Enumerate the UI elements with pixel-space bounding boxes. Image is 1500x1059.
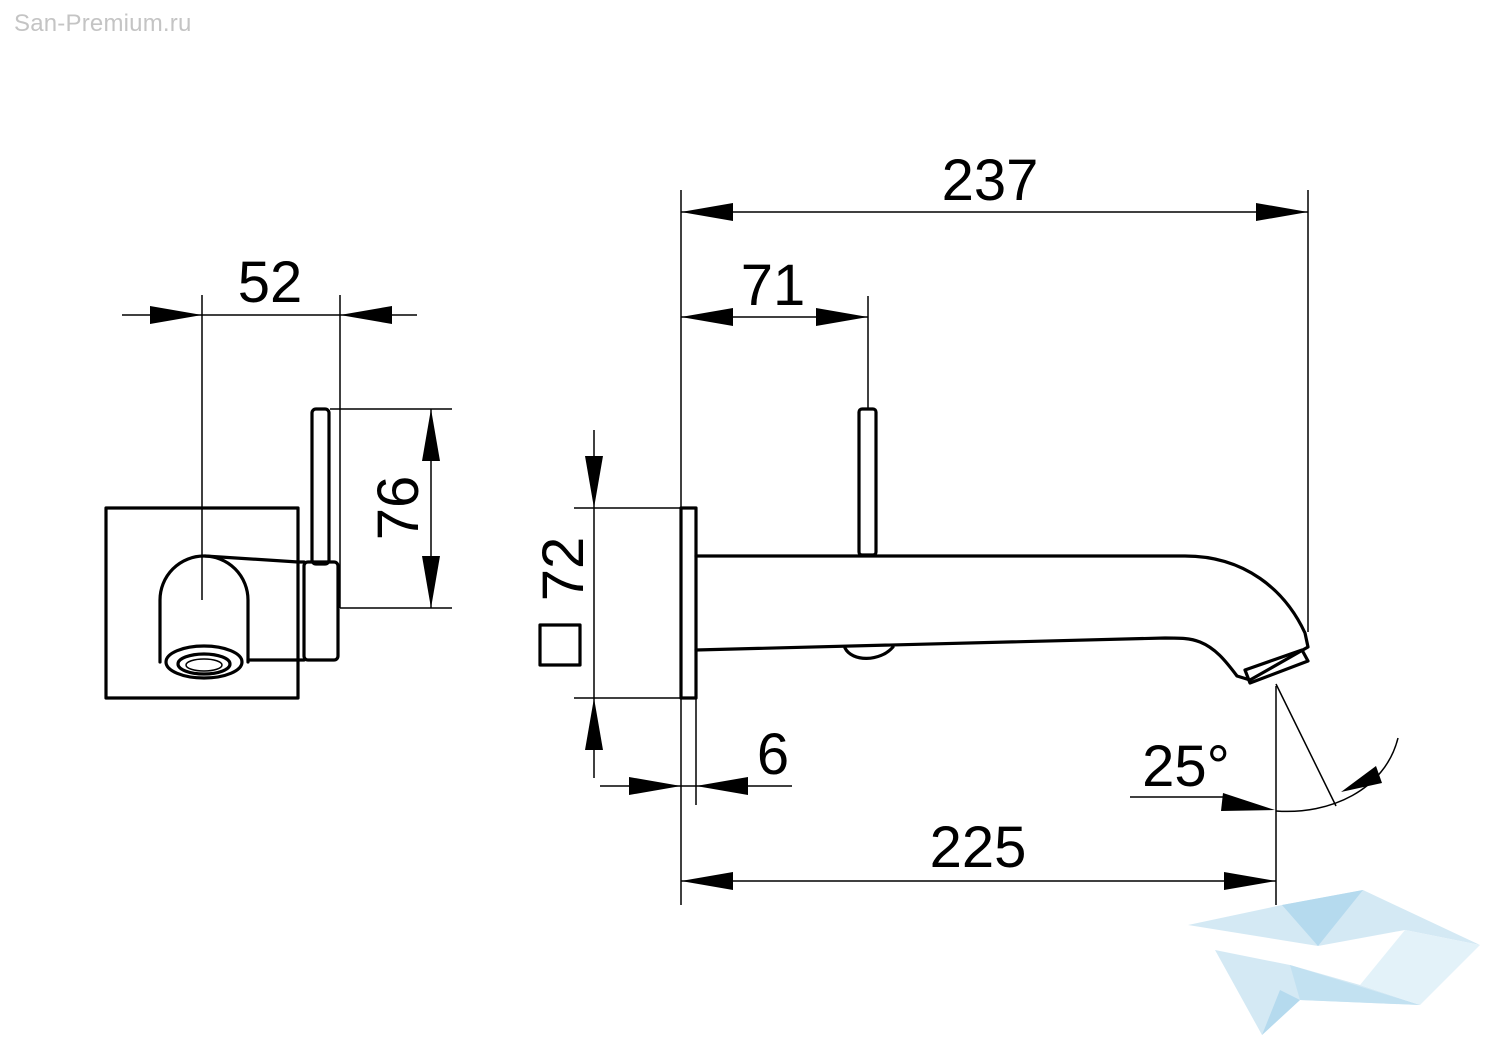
front-aerator-outer xyxy=(164,644,244,680)
watermark-logo xyxy=(1188,890,1480,1035)
dim-71-label: 71 xyxy=(741,253,806,318)
front-lever-hub xyxy=(302,560,340,662)
dim-237-label: 237 xyxy=(942,148,1039,213)
dim-225: 225 xyxy=(681,815,1276,890)
front-view: 52 76 xyxy=(104,250,452,700)
dim-25-label: 25° xyxy=(1142,734,1230,799)
dim-225-label: 225 xyxy=(930,815,1027,880)
dim-6-label: 6 xyxy=(757,722,789,787)
dim-6: 6 xyxy=(600,722,792,795)
front-aerator-inner xyxy=(176,652,232,676)
dim-71: 71 xyxy=(681,253,868,326)
dim-237: 237 xyxy=(681,148,1308,221)
dim-76-label: 76 xyxy=(366,476,431,541)
side-view: 237 71 72 6 xyxy=(531,148,1399,905)
watermark-text: San-Premium.ru xyxy=(14,10,192,37)
front-lever xyxy=(310,407,331,566)
side-lever xyxy=(857,407,878,557)
dim-72-label: 72 xyxy=(531,537,596,602)
dim-52-label: 52 xyxy=(238,250,303,315)
dim-76: 76 xyxy=(330,408,452,609)
dim-52: 52 xyxy=(122,250,417,324)
dim-72: 72 xyxy=(531,430,681,778)
side-wall-plate xyxy=(679,506,698,700)
dim-angle-25: 25° xyxy=(1130,683,1399,813)
square-symbol-icon xyxy=(538,623,582,667)
side-spout-body xyxy=(694,554,1310,682)
